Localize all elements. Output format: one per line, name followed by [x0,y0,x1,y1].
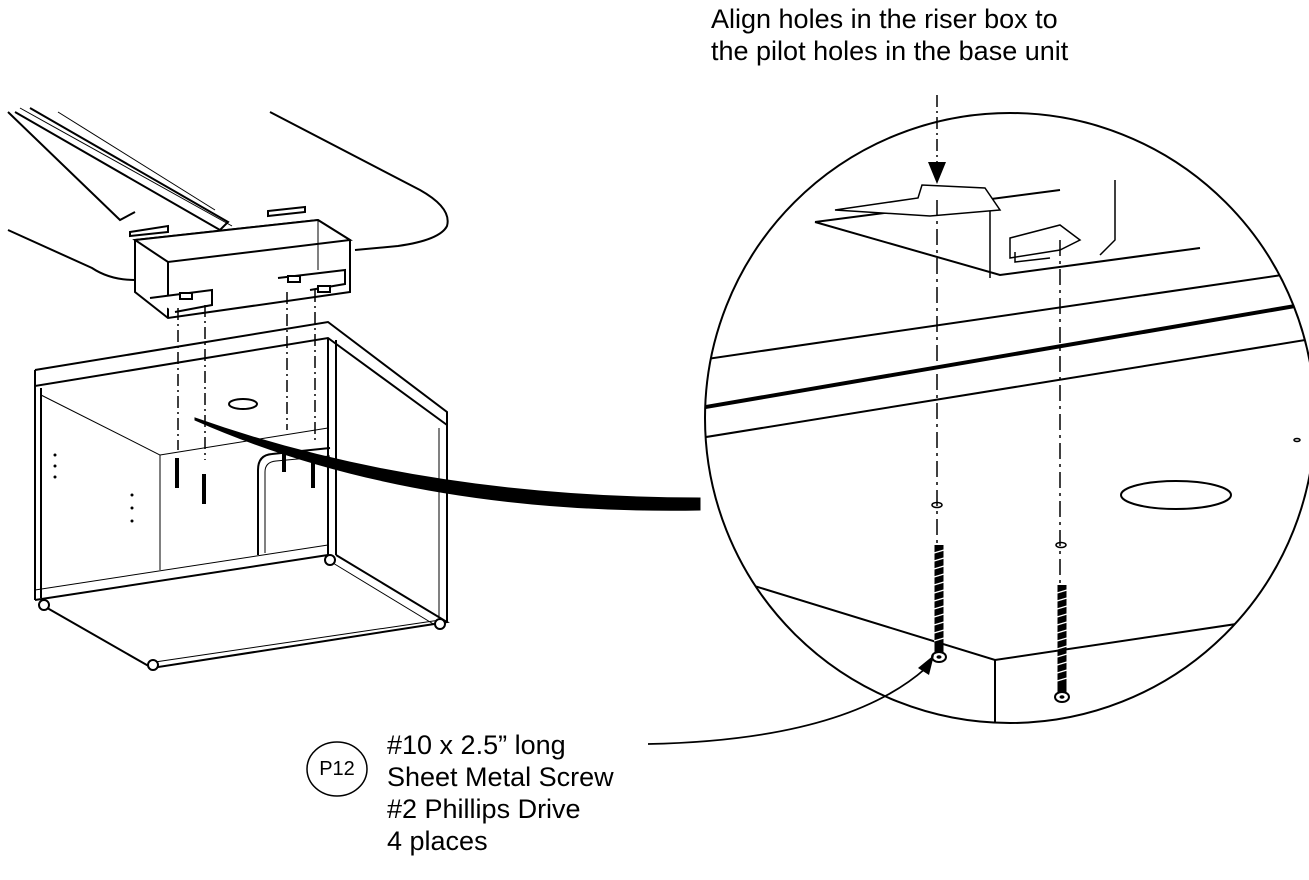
align-instruction-line2: the pilot holes in the base unit [711,36,1069,66]
desktop-top [7,107,449,281]
riser-box [129,205,353,320]
screw-spec-line1: #10 x 2.5” long [387,730,566,760]
align-instruction-line1: Align holes in the riser box to [711,4,1058,34]
base-cabinet [34,320,450,671]
screw-spec-line2: Sheet Metal Screw [387,762,614,792]
zoom-detail [704,112,1309,724]
alignment-lines-left [177,290,316,460]
part-badge-circle [306,741,368,797]
align-leader-line [928,95,946,184]
screw-leader-line [647,655,934,745]
zoom-connector [194,417,701,511]
screws-left [175,452,315,504]
screw-spec-line3: #2 Phillips Drive [387,794,581,824]
screw-spec: #10 x 2.5” long Sheet Metal Screw #2 Phi… [387,729,614,857]
part-id-label: P12 [319,757,355,780]
screw-spec-line4: 4 places [387,826,488,856]
align-instruction: Align holes in the riser box to the pilo… [711,3,1068,67]
